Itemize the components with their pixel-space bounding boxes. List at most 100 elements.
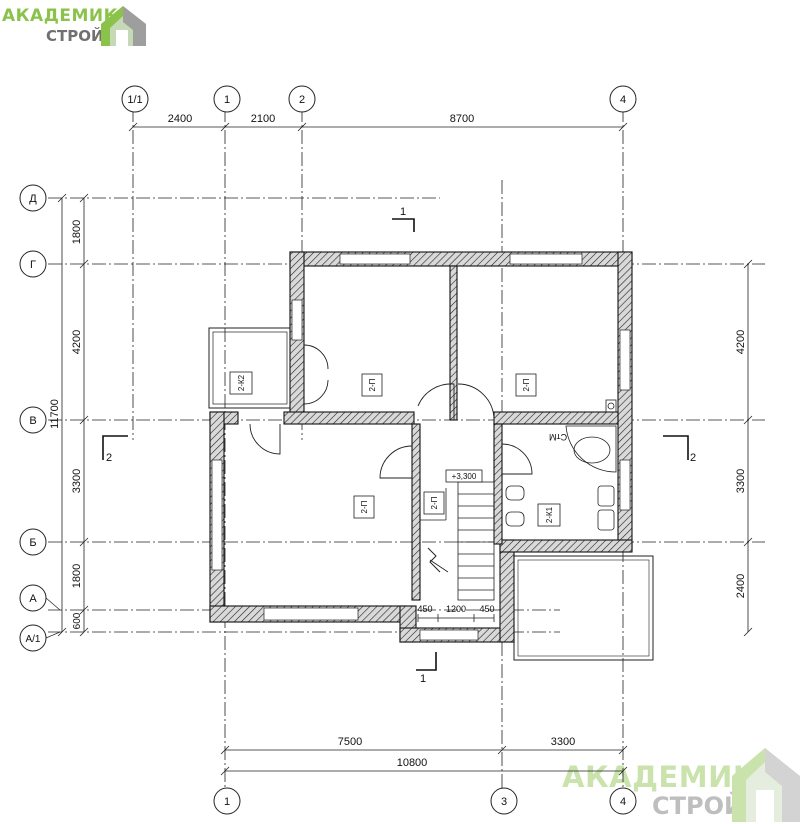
axis-bubbles-bottom: 1 3 4: [213, 787, 637, 815]
house-watermark-icon: [732, 748, 800, 822]
dim-label: 2400: [735, 574, 747, 598]
wall-mid-right: [493, 411, 619, 425]
axis-label: 1: [224, 94, 230, 106]
dim-label: 3300: [735, 469, 747, 493]
door-swing: [249, 423, 281, 455]
window: [509, 253, 583, 265]
company-logo-watermark: АКАДЕМИК СТРОЙ: [560, 742, 803, 824]
dim-label: 4200: [735, 330, 747, 354]
section-mark-label: 2: [106, 452, 112, 464]
room-tag: 2-К1: [537, 503, 561, 527]
axis-bubble-left: А/1: [19, 624, 47, 652]
section-mark-label: 1: [400, 206, 406, 218]
dim-label: 11700: [49, 399, 61, 429]
axis-bubble-left: В: [19, 406, 47, 434]
room-tag: 2-П: [423, 491, 445, 515]
axis-bubble-bottom: 1: [213, 787, 241, 815]
axis-label: 4: [620, 796, 626, 808]
window: [619, 459, 631, 511]
axis-label: Б: [29, 537, 36, 549]
logo-word-2: СТРОЙ: [46, 27, 104, 45]
level-mark: +3,300: [445, 469, 483, 483]
room-labels: 2-К2 2-П 2-П 2-П 2-П 2-К1: [229, 371, 561, 527]
axis-bubble-left: Г: [19, 250, 47, 278]
dim-label: 3300: [71, 469, 83, 493]
washing-machine-label: СтМ: [549, 432, 567, 442]
axis-bubbles-left: Д Г В Б А А/1: [19, 184, 61, 652]
dim-label: 2400: [168, 113, 192, 125]
doors: [249, 344, 533, 479]
stair-dim-label: 1200: [446, 604, 466, 614]
door-swing: [501, 443, 533, 475]
axis-label: А: [29, 593, 37, 605]
stair-dim-label: 450: [417, 604, 432, 614]
room-label: 2-П: [522, 378, 531, 391]
axis-bubble-left: Д: [19, 184, 47, 212]
room-tag: 2-П: [361, 373, 383, 397]
room-tag: 2-К2: [229, 371, 253, 395]
dimension-right: 4200 3300 2400: [735, 259, 753, 637]
logo-word-1: АКАДЕМИК: [2, 6, 119, 26]
door-swing: [457, 383, 495, 421]
axis-bubble-top: 2: [288, 85, 316, 113]
axis-label: В: [29, 415, 36, 427]
stair-dim-label: 450: [479, 604, 494, 614]
wall-partition-upper: [449, 265, 458, 421]
section-marks: 1 1 2 2: [102, 206, 696, 685]
terrace-bottom-right: [513, 555, 654, 661]
axis-label: 1: [224, 796, 230, 808]
stair-dimensions: 450 1200 450: [417, 604, 494, 614]
dim-label: 1800: [71, 220, 83, 244]
axis-label: 1/1: [127, 94, 142, 106]
room-tag: 2-П: [353, 495, 375, 519]
axis-bubble-top: 4: [609, 85, 637, 113]
axis-label: Д: [29, 193, 37, 205]
section-mark-label: 2: [690, 452, 696, 464]
bathtub-basin: [573, 436, 611, 464]
axis-label: 2: [299, 94, 305, 106]
window: [263, 607, 359, 621]
room-tag: 2-П: [515, 373, 537, 397]
room-label: 2-П: [360, 500, 369, 513]
window: [339, 253, 411, 265]
wall-bathroom-bottom: [499, 539, 633, 553]
grid-axes: [48, 108, 765, 790]
toilet: [505, 485, 525, 501]
boiler-box: [605, 399, 617, 413]
company-logo-top: АКАДЕМИК СТРОЙ: [0, 2, 150, 48]
room-label: 2-К1: [545, 506, 554, 523]
wall-stair-right: [499, 539, 515, 643]
dim-label: 10800: [397, 757, 428, 769]
dim-label: 4200: [71, 330, 83, 354]
axis-bubbles-top: 1/1 1 2 4: [121, 85, 637, 113]
dim-label: 8700: [450, 113, 474, 125]
axis-bubble-top: 1/1: [121, 85, 149, 113]
dimension-top: 2400 2100 8700: [128, 113, 628, 132]
door-swing: [417, 383, 455, 420]
dim-label: 7500: [338, 736, 362, 748]
axis-label: А/1: [25, 634, 40, 645]
section-mark-label: 1: [420, 673, 426, 685]
sink: [597, 485, 615, 507]
sink: [597, 509, 615, 531]
room-label: 2-П: [430, 496, 439, 509]
dim-label: 600: [72, 612, 83, 629]
walls: [209, 251, 633, 643]
house-icon: [101, 6, 146, 46]
door-swing: [379, 445, 413, 479]
window: [619, 329, 631, 391]
dim-label: 3300: [551, 736, 575, 748]
logo-watermark-word-1: АКАДЕМИК: [562, 760, 758, 794]
dimension-left: 1800 4200 3300 1800 600 11700: [49, 193, 89, 637]
wall-mid-left: [283, 411, 415, 425]
room-label: 2-К2: [237, 374, 246, 391]
balcony-left: [208, 327, 292, 409]
axis-bubble-left: Б: [19, 528, 47, 556]
level-mark-label: +3,300: [452, 472, 477, 481]
axis-bubble-bottom: 3: [490, 787, 518, 815]
axis-bubble-left: А: [19, 584, 47, 612]
axis-bubble-top: 1: [213, 85, 241, 113]
corner-bathtub: [565, 425, 617, 473]
